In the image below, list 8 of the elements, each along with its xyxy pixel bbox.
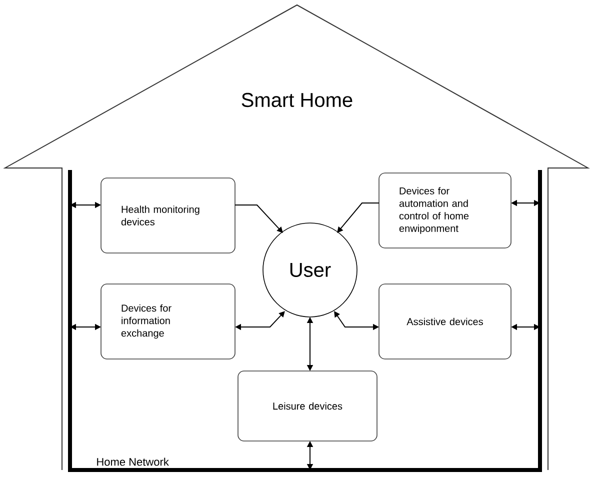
- arrow: [337, 202, 380, 233]
- arrow: [234, 204, 283, 233]
- device-box: Devices for automation and control of home enwiponment: [378, 172, 512, 248]
- device-box: Assistive devices: [378, 284, 512, 360]
- title: Smart Home: [242, 92, 352, 108]
- device-box: Devices for information exchange: [100, 284, 236, 360]
- device-box: Health monitoring devices: [100, 178, 236, 254]
- device-box: Leisure devices: [238, 370, 378, 442]
